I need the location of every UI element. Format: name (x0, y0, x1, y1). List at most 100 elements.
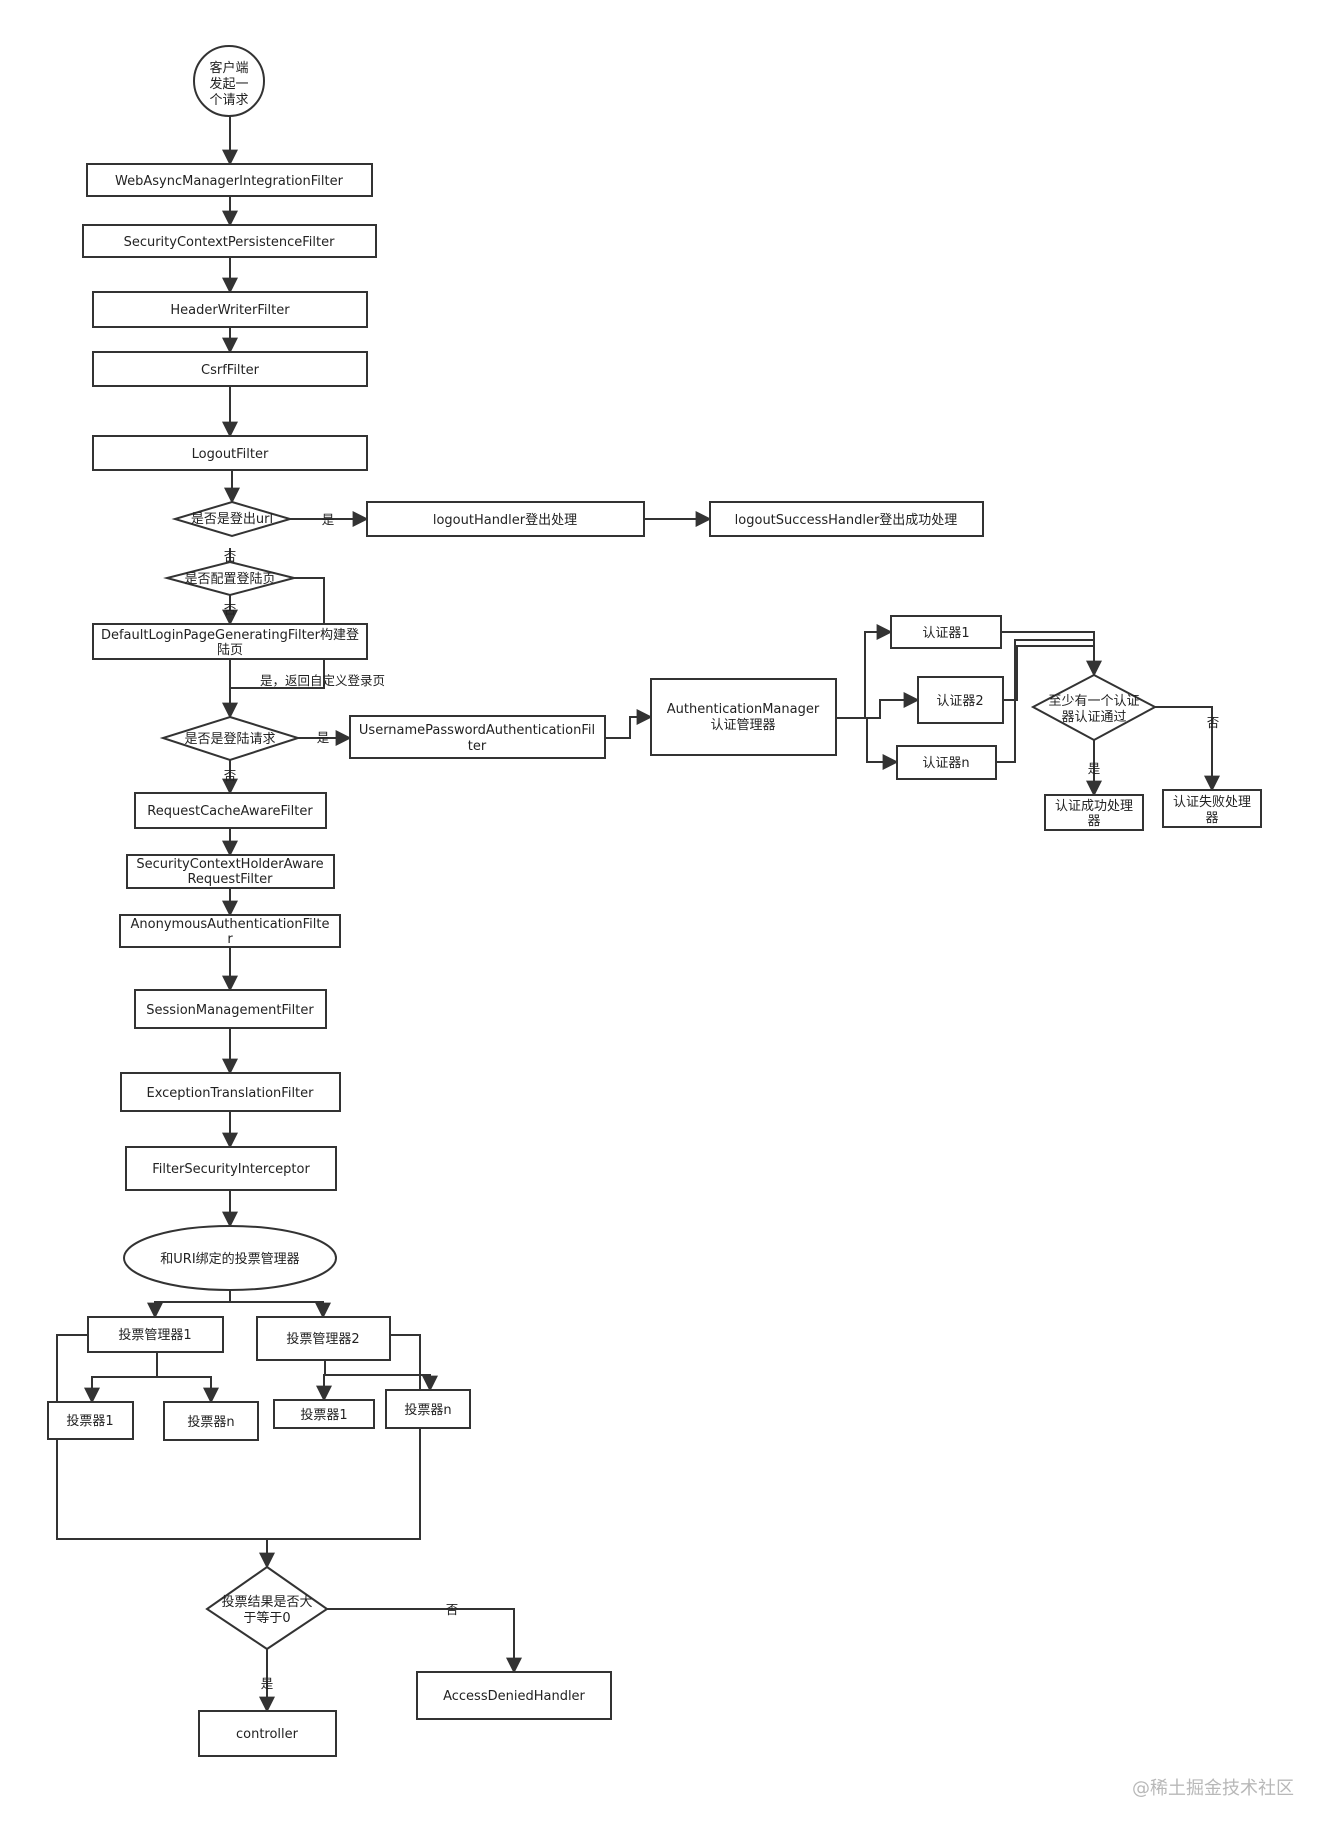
start-line-2: 发起一 (209, 76, 248, 92)
connectors (56, 111, 1220, 1713)
edge-atleastone-failure (1155, 706, 1220, 792)
label-no-login: 否 (224, 768, 237, 783)
request-cache-filter-label: RequestCacheAwareFilter (147, 804, 313, 819)
session-management-filter-box: SessionManagementFilter (134, 989, 327, 1029)
authenticator-2-box: 认证器2 (917, 676, 1004, 724)
voter-1b-label: 投票器1 (300, 1407, 347, 1423)
label-yes-login: 是 (317, 730, 330, 745)
webasync-filter-box: WebAsyncManagerIntegrationFilter (86, 163, 373, 197)
secctx-holder-filter-box: SecurityContextHolderAware RequestFilter (126, 854, 335, 889)
start-line-1: 客户端 (209, 60, 248, 76)
auth-failure-handler-box: 认证失败处理 器 (1162, 789, 1262, 828)
auth-success-handler-label-2: 器 (1087, 814, 1100, 829)
secctx-persistence-filter-box: SecurityContextPersistenceFilter (82, 224, 377, 258)
authentication-manager-box: AuthenticationManager 认证管理器 (650, 678, 837, 756)
controller-label: controller (236, 1727, 299, 1742)
filter-security-interceptor-label: FilterSecurityInterceptor (152, 1162, 310, 1177)
authenticator-2-label: 认证器2 (936, 694, 983, 709)
anonymous-auth-filter-box: AnonymousAuthenticationFilte r (119, 914, 341, 948)
voter-nb-label: 投票器n (404, 1402, 451, 1418)
label-yes-logout: 是 (322, 512, 335, 527)
logout-success-handler-box: logoutSuccessHandler登出成功处理 (709, 501, 984, 537)
edge-vm2-bracket (267, 1334, 421, 1540)
label-no-logout: 否 (224, 549, 237, 564)
header-writer-filter-box: HeaderWriterFilter (92, 291, 368, 328)
vote-managers-label: 和URI绑定的投票管理器 (160, 1251, 299, 1267)
is-login-request-label: 是否是登陆请求 (184, 731, 275, 747)
username-password-filter-label-1: UsernamePasswordAuthenticationFil (359, 723, 595, 738)
edge-authmanager-auth1 (836, 624, 893, 719)
at-least-one-label-2: 器认证通过 (1061, 710, 1126, 725)
header-writer-filter-label: HeaderWriterFilter (170, 303, 290, 318)
vote-result-decision: 投票结果是否大 于等于0 (205, 1565, 329, 1651)
config-login-page-label: 是否配置登陆页 (184, 571, 275, 587)
label-yes-auth: 是 (1088, 761, 1101, 776)
label-no-auth: 否 (1207, 715, 1220, 730)
logout-handler-label: logoutHandler登出处理 (433, 513, 577, 528)
voter-1b-box: 投票器1 (273, 1399, 375, 1429)
is-logout-url-label: 是否是登出url (191, 512, 273, 527)
edge-upfilter-authmanager (605, 709, 653, 739)
authenticator-n-box: 认证器n (896, 745, 997, 780)
start-line-3: 个请求 (209, 93, 248, 108)
config-login-page-decision: 是否配置登陆页 (163, 560, 295, 597)
request-cache-filter-box: RequestCacheAwareFilter (134, 792, 327, 829)
edge-votemanagers-vm1 (147, 1290, 231, 1319)
csrf-filter-box: CsrfFilter (92, 351, 368, 387)
secctx-holder-filter-label-2: RequestFilter (187, 872, 273, 887)
at-least-one-label-1: 至少有一个认证 (1048, 694, 1139, 709)
vote-manager-1-label: 投票管理器1 (118, 1327, 191, 1343)
watermark: @稀土掘金技术社区 (1132, 1778, 1294, 1799)
session-management-filter-label: SessionManagementFilter (146, 1003, 314, 1018)
voter-nb-box: 投票器n (385, 1389, 471, 1429)
access-denied-handler-box: AccessDeniedHandler (416, 1671, 612, 1720)
vote-manager-2-box: 投票管理器2 (256, 1316, 391, 1361)
voter-1a-box: 投票器1 (47, 1401, 134, 1440)
authenticator-1-box: 认证器1 (890, 615, 1002, 649)
label-no-vote: 否 (446, 1602, 459, 1617)
default-login-page-label-1: DefaultLoginPageGeneratingFilter构建登 (101, 628, 359, 643)
edge-voteresult-accessdenied (327, 1608, 522, 1674)
logout-success-handler-label: logoutSuccessHandler登出成功处理 (735, 513, 958, 528)
at-least-one-auth-decision: 至少有一个认证 器认证通过 (1030, 673, 1158, 742)
voter-na-label: 投票器n (187, 1414, 234, 1430)
edge-vm1-voterna (157, 1376, 219, 1404)
csrf-filter-label: CsrfFilter (201, 363, 260, 378)
logout-filter-box: LogoutFilter (92, 435, 368, 471)
vote-managers-ellipse: 和URI绑定的投票管理器 (123, 1225, 337, 1291)
anonymous-auth-filter-label-2: r (227, 932, 233, 947)
edge-authmanager-auth2 (865, 692, 920, 719)
is-login-request-decision: 是否是登陆请求 (159, 715, 302, 762)
authentication-manager-label-1: AuthenticationManager (667, 702, 820, 717)
edge-votemanagers-vm2 (230, 1301, 331, 1319)
webasync-filter-label: WebAsyncManagerIntegrationFilter (115, 174, 344, 189)
authenticator-n-label: 认证器n (922, 756, 969, 771)
secctx-persistence-filter-label: SecurityContextPersistenceFilter (124, 235, 336, 250)
edge-authn-atleastone (996, 639, 1094, 763)
exception-translation-filter-label: ExceptionTranslationFilter (146, 1086, 314, 1101)
voter-na-box: 投票器n (163, 1401, 259, 1441)
auth-success-handler-box: 认证成功处理 器 (1044, 794, 1144, 831)
edge-auth1-atleastone (1001, 631, 1102, 677)
label-no-config: 否 (224, 602, 237, 617)
anonymous-auth-filter-label-1: AnonymousAuthenticationFilte (131, 917, 330, 932)
exception-translation-filter-box: ExceptionTranslationFilter (120, 1072, 341, 1112)
default-login-page-filter-box: DefaultLoginPageGeneratingFilter构建登 陆页 (92, 623, 368, 660)
label-yes-vote: 是 (261, 1676, 274, 1691)
auth-failure-handler-label-1: 认证失败处理 (1173, 795, 1251, 810)
edge-authmanager-authn (865, 717, 899, 770)
access-denied-handler-label: AccessDeniedHandler (443, 1689, 585, 1704)
vote-manager-2-label: 投票管理器2 (286, 1331, 359, 1347)
auth-success-handler-label-1: 认证成功处理 (1055, 799, 1133, 814)
secctx-holder-filter-label-1: SecurityContextHolderAware (136, 857, 323, 872)
voter-1a-label: 投票器1 (66, 1413, 113, 1429)
vote-manager-1-box: 投票管理器1 (87, 1316, 224, 1353)
controller-box: controller (198, 1710, 337, 1757)
username-password-filter-label-2: ter (468, 739, 487, 754)
vote-result-label-2: 于等于0 (243, 1610, 290, 1626)
logout-handler-box: logoutHandler登出处理 (366, 501, 645, 537)
start-node: 客户端 发起一 个请求 (193, 45, 265, 117)
auth-failure-handler-label-2: 器 (1205, 811, 1218, 826)
authenticator-1-label: 认证器1 (922, 626, 969, 641)
